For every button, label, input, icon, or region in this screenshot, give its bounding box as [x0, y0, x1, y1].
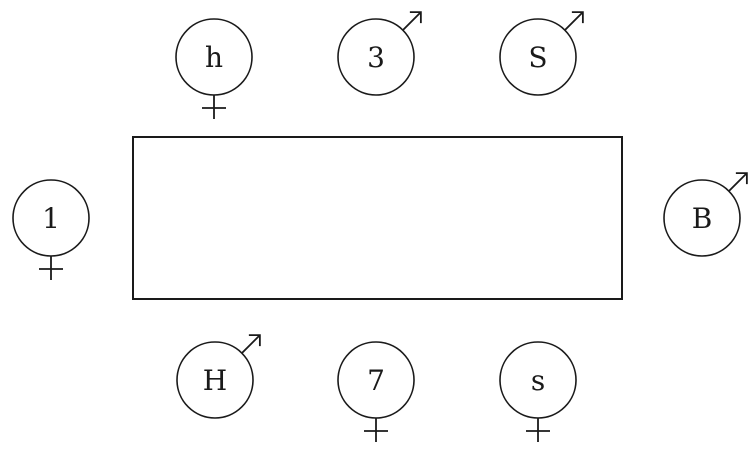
seat-h: h [175, 18, 253, 119]
seats-layer: h 3 S 1 B H 7 s [12, 11, 748, 442]
female-symbol-icon [202, 95, 226, 119]
seat-label: 7 [367, 364, 385, 397]
seat-circle [176, 341, 254, 419]
seat-1: 1 [12, 179, 90, 280]
seat-3: 3 [337, 11, 422, 96]
female-symbol-icon [364, 418, 388, 442]
seat-B: B [663, 172, 748, 257]
male-symbol-icon [728, 172, 748, 192]
seat-7: 7 [337, 341, 415, 442]
seat-circle [499, 18, 577, 96]
seat-label: h [205, 41, 223, 74]
seat-s: s [499, 341, 577, 442]
seat-label: 1 [42, 202, 60, 235]
seat-H: H [176, 334, 261, 419]
male-symbol-icon [402, 11, 422, 31]
seat-S: S [499, 11, 584, 96]
male-symbol-icon [241, 334, 261, 354]
seat-label: B [692, 202, 713, 235]
seat-label: S [528, 41, 547, 74]
female-symbol-icon [39, 256, 63, 280]
table-rectangle [132, 136, 623, 300]
female-symbol-icon [526, 418, 550, 442]
seat-label: s [531, 364, 545, 397]
seat-circle [337, 18, 415, 96]
seat-circle [663, 179, 741, 257]
seat-label: H [203, 364, 227, 397]
male-symbol-icon [564, 11, 584, 31]
seat-label: 3 [367, 41, 385, 74]
